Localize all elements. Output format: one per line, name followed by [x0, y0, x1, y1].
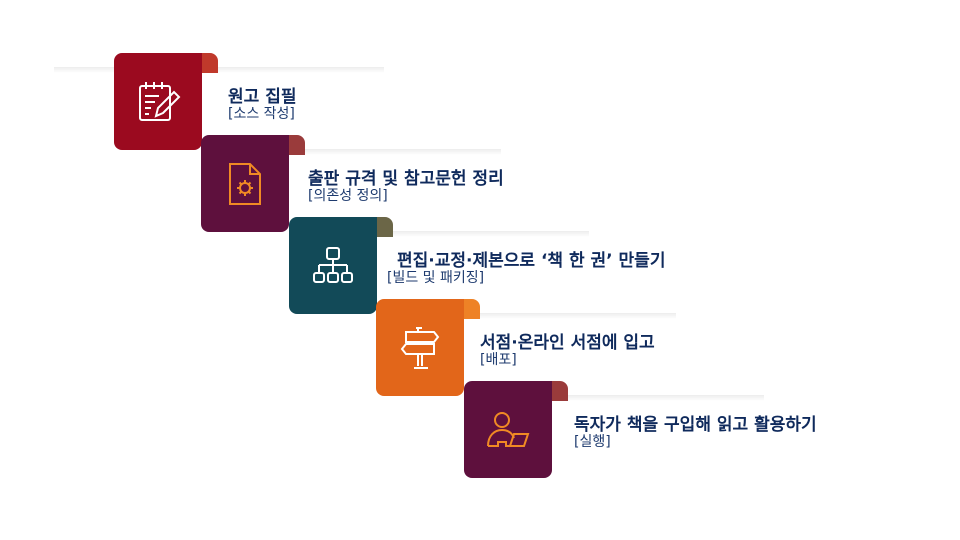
step-title: 서점·온라인 서점에 입고 [480, 333, 655, 353]
step-title: 원고 집필 [228, 87, 297, 107]
step-3: 편집·교정·제본으로 ‘책 한 권’ 만들기 [빌드 및 패키징] [289, 217, 665, 317]
document-edit-icon [139, 81, 181, 121]
file-gear-icon [229, 162, 261, 205]
step-subtitle: [빌드 및 패키징] [387, 270, 485, 286]
user-laptop-icon [487, 411, 530, 447]
step-icon-box [114, 53, 202, 150]
step-icon-box [464, 381, 552, 478]
step-4: 서점·온라인 서점에 입고 [배포] [376, 299, 676, 399]
step-subtitle: [소스 작성] [228, 106, 295, 122]
step-5: 독자가 책을 구입해 읽고 활용하기 [실행] [464, 381, 817, 481]
step-icon-box [201, 135, 289, 232]
step-title: 출판 규격 및 참고문헌 정리 [308, 169, 504, 189]
step-icon-box [376, 299, 464, 396]
step-title: 독자가 책을 구입해 읽고 활용하기 [574, 415, 817, 435]
signpost-icon [400, 326, 440, 369]
step-1: 원고 집필 [소스 작성] [54, 53, 384, 153]
step-subtitle: [의존성 정의] [308, 188, 388, 204]
step-subtitle: [배포] [480, 352, 517, 368]
step-icon-box [289, 217, 377, 314]
step-title: 편집·교정·제본으로 ‘책 한 권’ 만들기 [397, 251, 666, 271]
hierarchy-icon [313, 246, 353, 283]
step-2: 출판 규격 및 참고문헌 정리 [의존성 정의] [201, 135, 504, 235]
step-subtitle: [실행] [574, 434, 611, 450]
